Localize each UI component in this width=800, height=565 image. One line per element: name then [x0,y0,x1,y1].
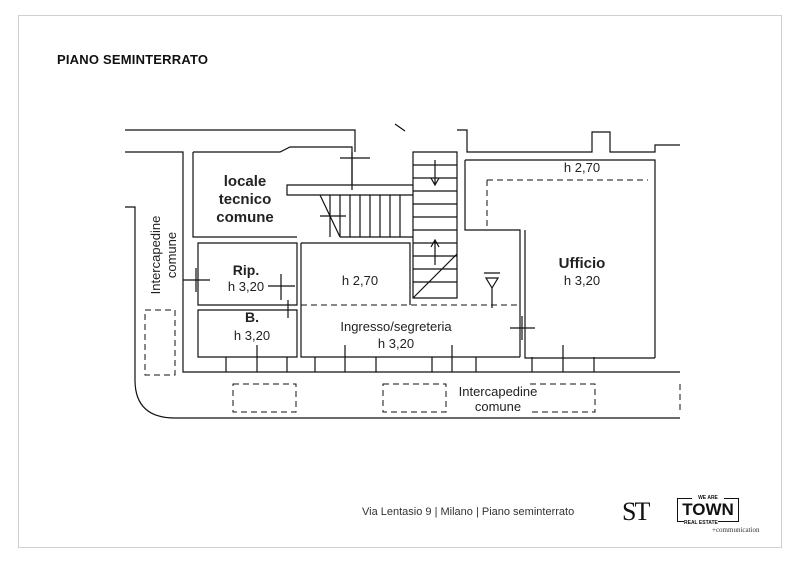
st-logo: ST [622,497,650,526]
room-height-ingresso: h 3,20 [378,336,414,351]
town-logo-text: TOWN [682,500,734,519]
room-height-ufficio-upper: h 2,70 [564,160,600,175]
town-logo-sub: REAL ESTATE [684,520,718,526]
room-label-bagno: B. [245,309,259,325]
page-frame [18,15,782,548]
room-label-rip: Rip. [233,262,259,278]
plan-title: PIANO SEMINTERRATO [57,52,209,67]
room-height-270: h 2,70 [342,273,378,288]
room-height-bagno: h 3,20 [234,328,270,343]
town-logo-top: WE ARE [692,495,724,501]
footer-address: Via Lentasio 9 | Milano | Piano seminter… [362,506,575,518]
communication-logo: +communication [712,526,760,534]
room-height-rip: h 3,20 [228,279,264,294]
room-label-ingresso: Ingresso/segreteria [340,319,452,334]
room-height-ufficio: h 3,20 [564,273,600,288]
room-label-ufficio: Ufficio [559,255,606,272]
intercapedine-bottom-2: comune [475,399,521,414]
room-label-locale-2: tecnico [219,191,272,208]
room-label-locale-1: locale [224,173,267,190]
room-label-locale-3: comune [216,209,274,226]
intercapedine-left-1: Intercapedine [148,216,163,295]
intercapedine-bottom-1: Intercapedine [459,384,538,399]
intercapedine-left-2: comune [164,232,179,278]
